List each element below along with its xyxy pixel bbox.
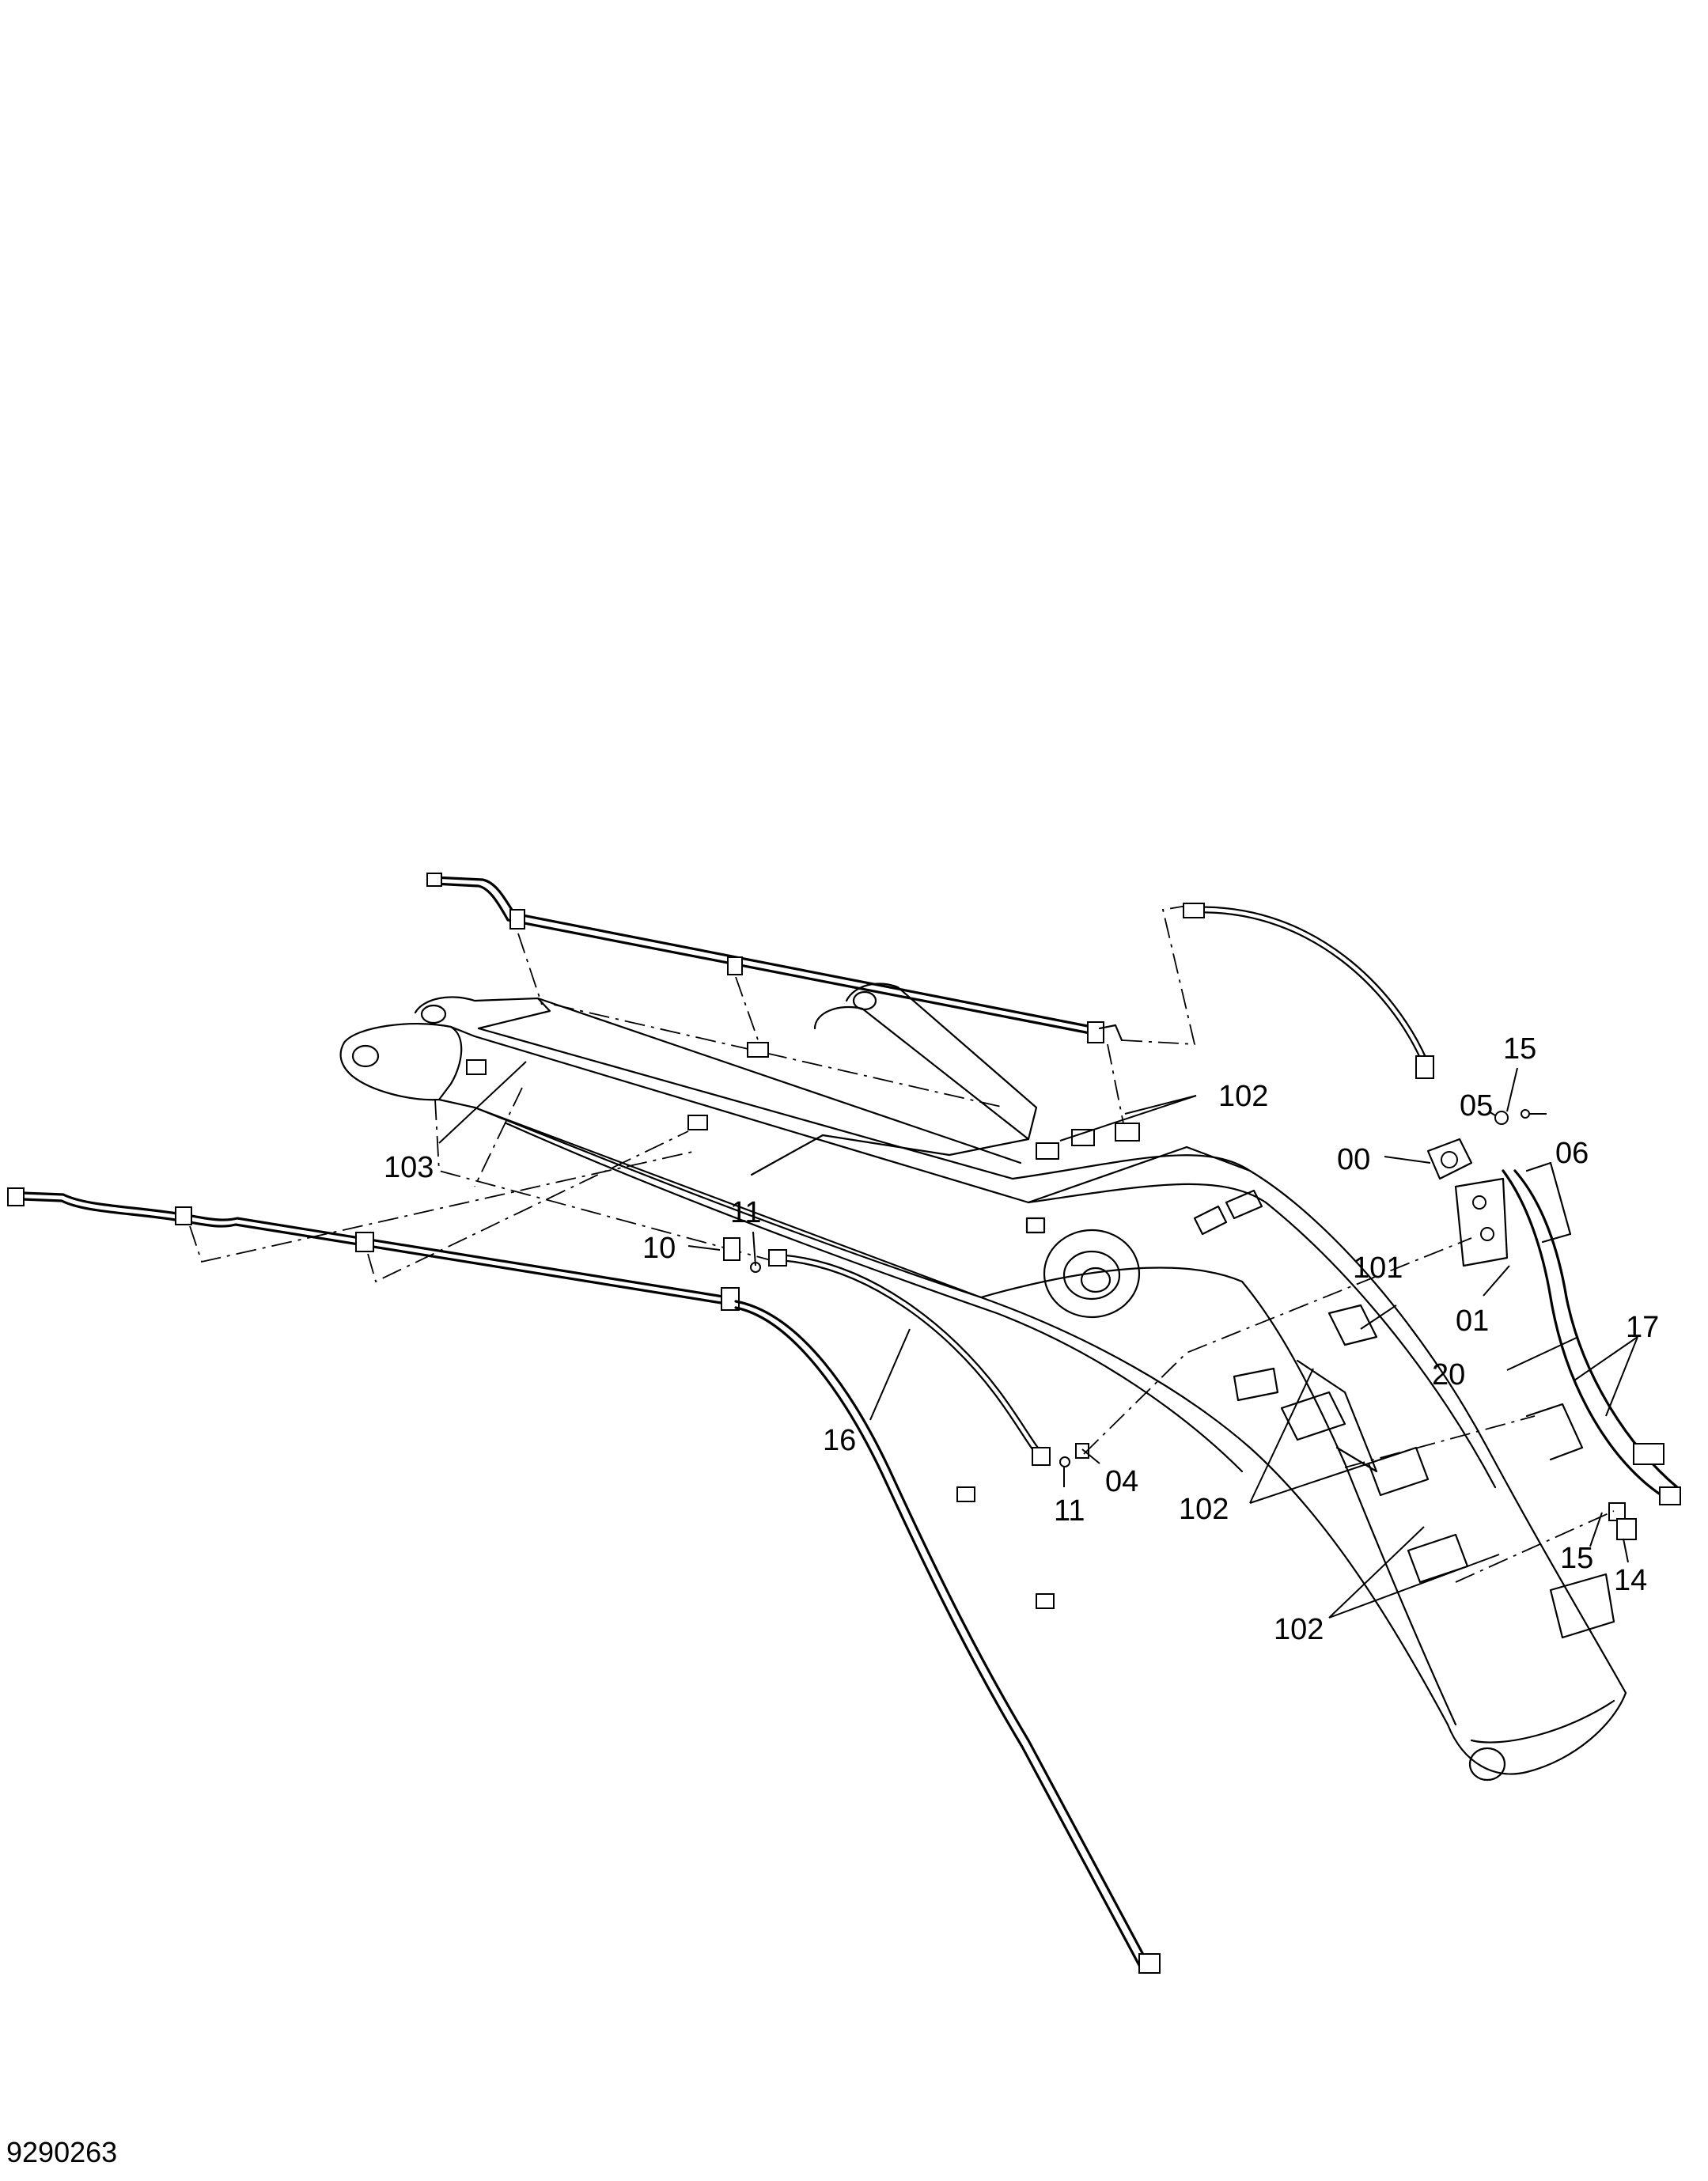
callout-15-bottom: 15 [1560, 1542, 1593, 1575]
top-right-hose [1183, 903, 1434, 1079]
callout-101: 101 [1353, 1251, 1403, 1285]
left-lower-pipe [7, 1087, 1161, 1974]
callout-labels: 102 103 11 10 16 11 04 00 05 15 06 01 10… [384, 1032, 1659, 1646]
callout-05: 05 [1460, 1089, 1493, 1123]
callout-17: 17 [1626, 1311, 1659, 1344]
callout-14: 14 [1614, 1564, 1647, 1597]
callout-11-upper: 11 [730, 1196, 761, 1229]
callout-15-top: 15 [1503, 1032, 1536, 1066]
callout-102-top: 102 [1218, 1080, 1268, 1113]
callout-11-lower: 11 [1054, 1494, 1085, 1528]
hose-16 [768, 1249, 1051, 1466]
callout-20: 20 [1432, 1358, 1465, 1392]
callout-102-bottom: 102 [1274, 1613, 1324, 1646]
callout-102-mid: 102 [1179, 1493, 1229, 1526]
callout-04: 04 [1105, 1465, 1138, 1498]
callout-16: 16 [823, 1424, 856, 1457]
callout-10: 10 [642, 1232, 676, 1265]
callout-06: 06 [1555, 1137, 1589, 1170]
upper-pipe-assembly [426, 873, 1196, 1160]
callout-01: 01 [1456, 1304, 1489, 1338]
drawing-number: 9290263 [6, 2136, 118, 2168]
leader-lines [438, 1061, 1638, 1619]
valve-cluster [723, 1109, 1681, 1583]
callout-103: 103 [384, 1151, 434, 1184]
callout-00: 00 [1337, 1143, 1370, 1176]
